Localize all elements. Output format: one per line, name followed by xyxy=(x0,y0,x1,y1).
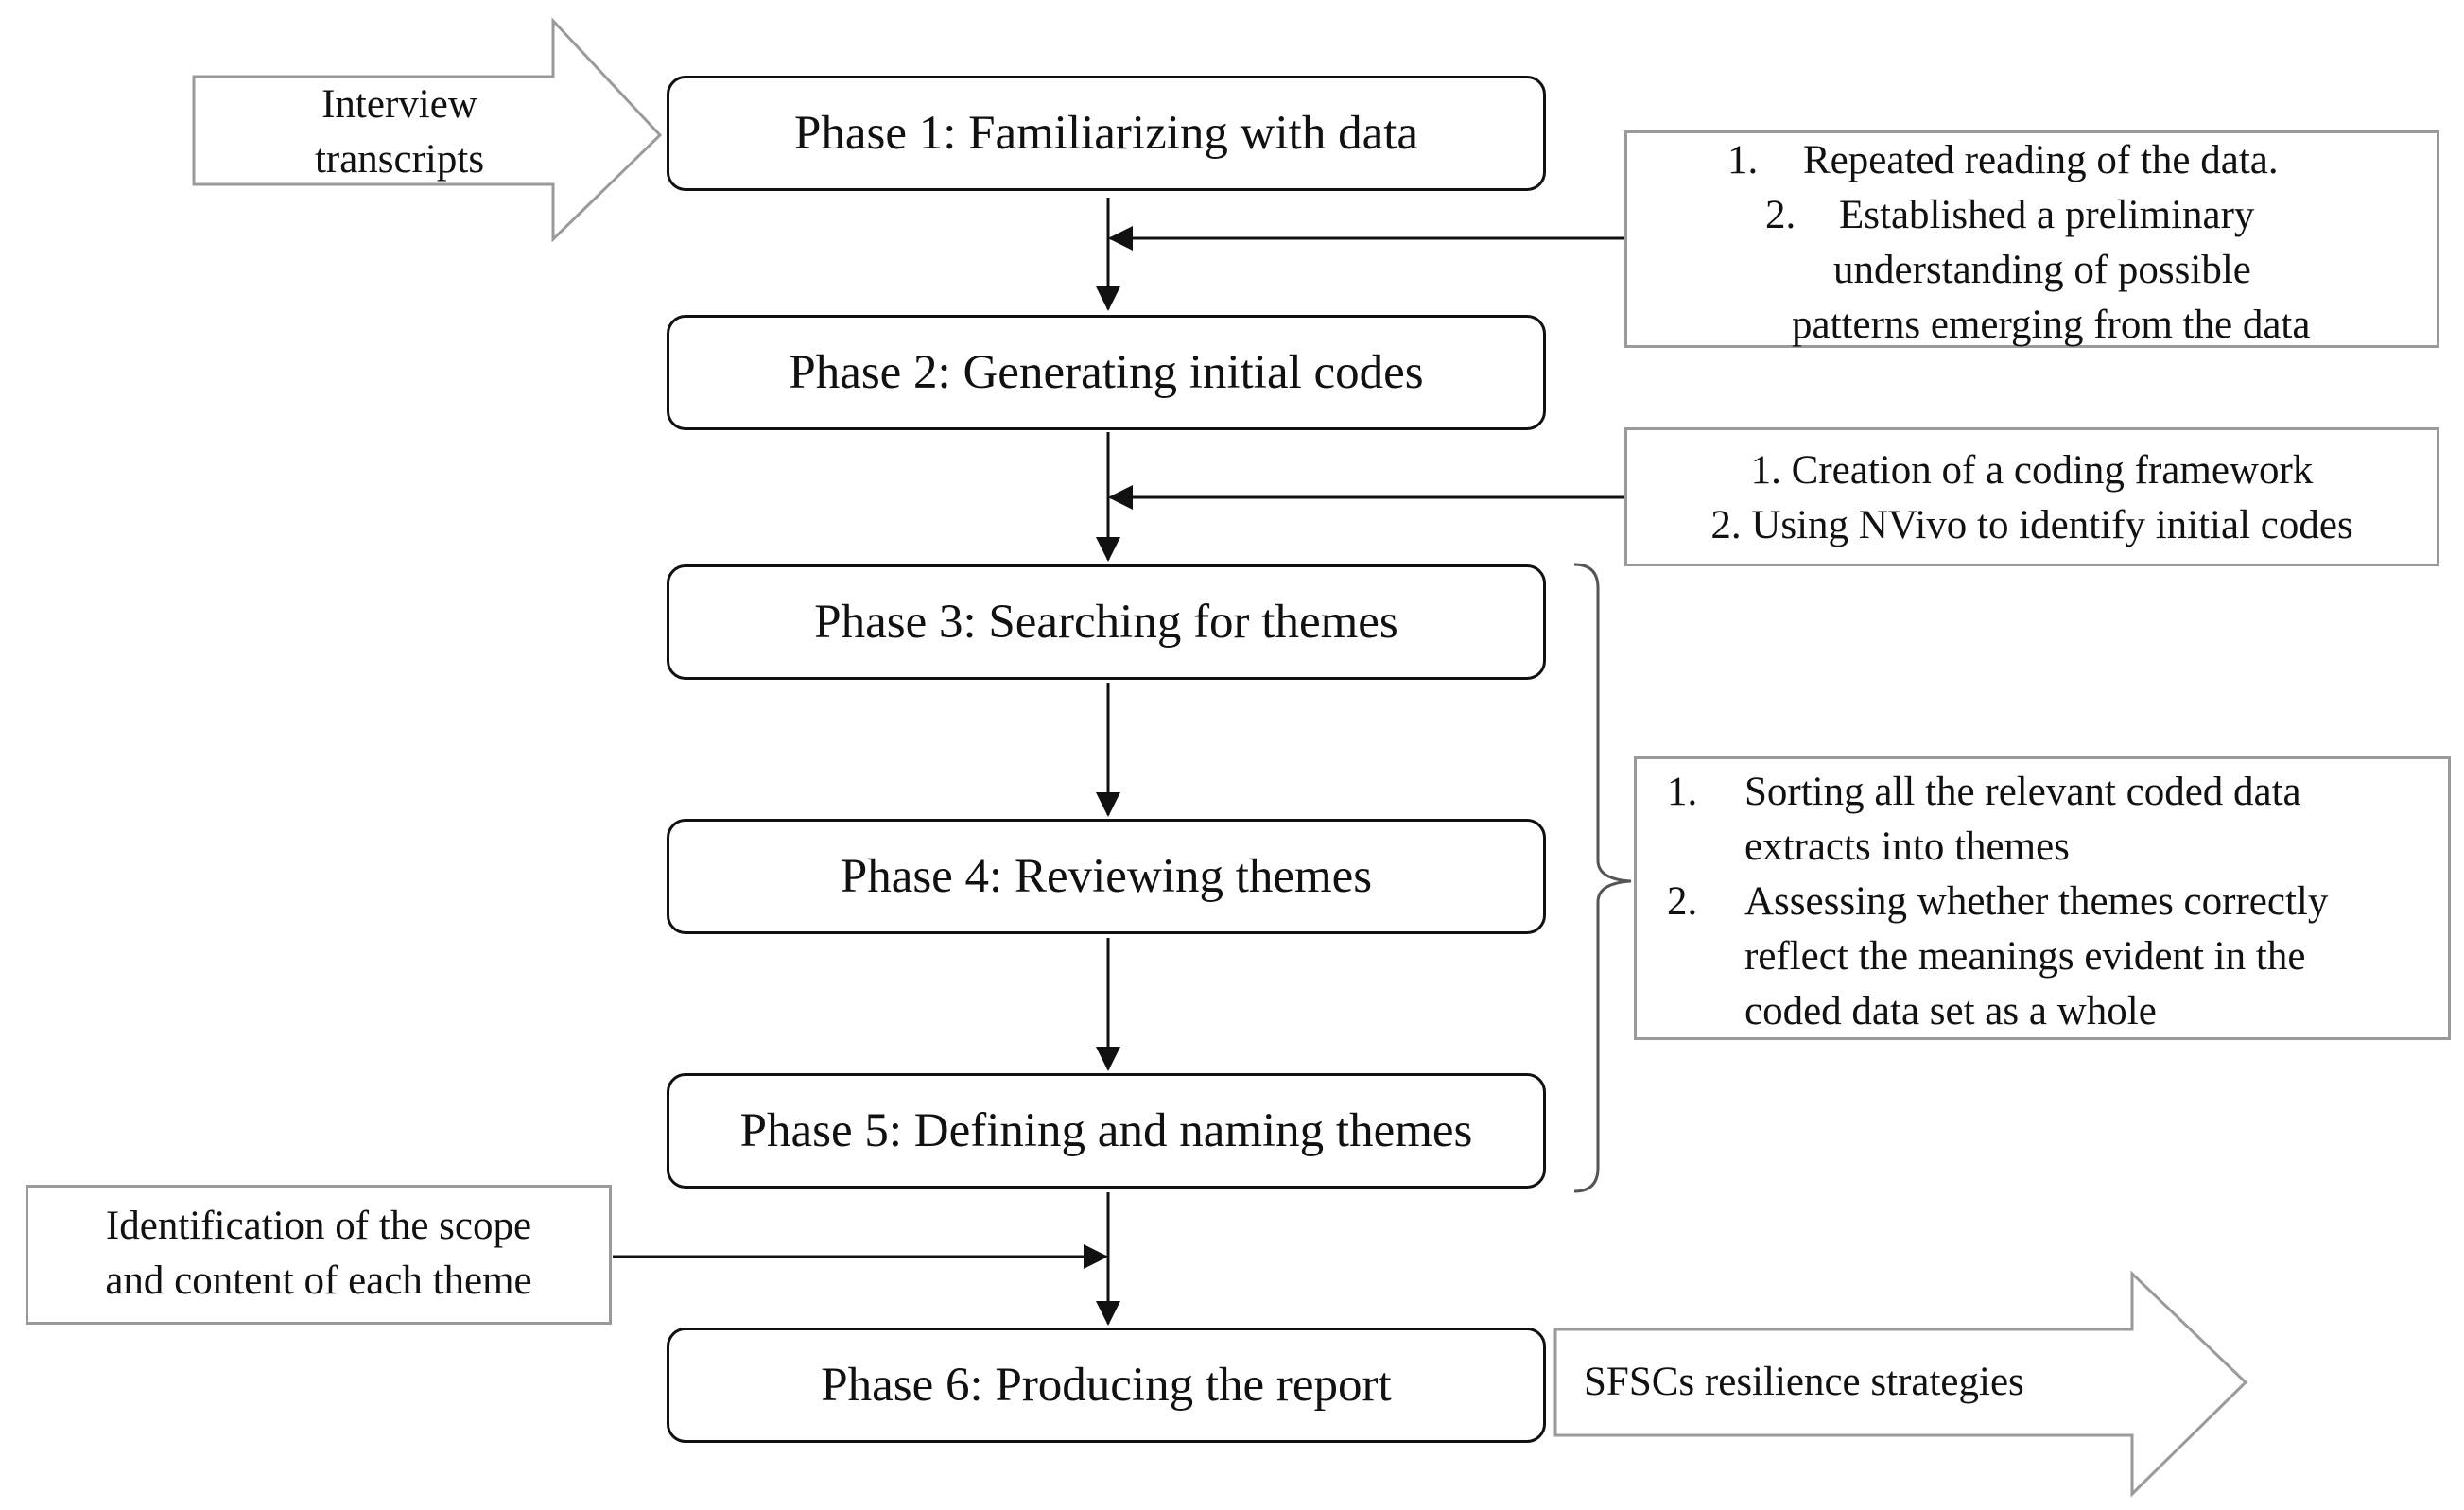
phase3to5-note-item-2-line2: reflect the meanings evident in the xyxy=(1744,934,2306,979)
phase-4-box: Phase 4: Reviewing themes xyxy=(667,819,1546,934)
phase-5-label: Phase 5: Defining and naming themes xyxy=(739,1104,1473,1157)
phase2-note-item-2: 2. Using NVivo to identify initial codes xyxy=(1710,503,2353,547)
phase-1-box: Phase 1: Familiarizing with data xyxy=(667,76,1546,191)
phase-2-label: Phase 2: Generating initial codes xyxy=(789,346,1424,399)
phase3to5-note-item-2-number: 2. xyxy=(1667,879,1698,924)
phase3to5-note-item-1-number: 1. xyxy=(1667,770,1698,814)
phase1-note: 1. Repeated reading of the data. 2. Esta… xyxy=(1624,130,2439,348)
phase2-note-item-1: 1. Creation of a coding framework xyxy=(1750,448,2314,493)
phase3to5-note: 1. Sorting all the relevant coded data e… xyxy=(1634,756,2451,1040)
phase-3-box: Phase 3: Searching for themes xyxy=(667,564,1546,680)
phase-3-label: Phase 3: Searching for themes xyxy=(814,596,1398,649)
phase1-note-item-2-line1: Established a preliminary xyxy=(1839,193,2255,237)
output-label: SFSCs resilience strategies xyxy=(1584,1360,2024,1404)
phase1-note-item-2-line2: understanding of possible xyxy=(1833,248,2251,292)
phase3to5-bracket xyxy=(1573,563,1632,1193)
phase1-note-item-2: 2. Established a preliminary xyxy=(1765,188,2437,243)
phase3to5-note-item-1-line1: Sorting all the relevant coded data xyxy=(1744,770,2301,814)
phase3to5-note-item-1-line2: extracts into themes xyxy=(1744,824,2070,869)
input-label-line2: transcripts xyxy=(314,137,485,182)
phase-2-box: Phase 2: Generating initial codes xyxy=(667,315,1546,430)
input-label-line1: Interview xyxy=(321,82,477,127)
input-block-arrow xyxy=(192,17,663,243)
phase3to5-note-item-2-line1: Assessing whether themes correctly xyxy=(1744,879,2329,924)
phase5-note-line1: Identification of the scope xyxy=(105,1204,532,1248)
input-label: Interview transcripts xyxy=(194,78,605,187)
phase1-note-item-2-number: 2. xyxy=(1765,193,1796,237)
phase3to5-note-item-2-line3: coded data set as a whole xyxy=(1744,989,2157,1033)
phase3to5-note-item-2: 2. Assessing whether themes correctly re… xyxy=(1667,875,2448,1039)
phase-1-label: Phase 1: Familiarizing with data xyxy=(793,107,1419,160)
phase-6-label: Phase 6: Producing the report xyxy=(821,1359,1392,1412)
phase3to5-note-item-1: 1. Sorting all the relevant coded data e… xyxy=(1667,765,2448,875)
phase-6-box: Phase 6: Producing the report xyxy=(667,1328,1546,1443)
phase1-note-item-1-number: 1. xyxy=(1727,138,1759,182)
output-block-arrow xyxy=(1553,1270,2248,1498)
phase5-note: Identification of the scope and content … xyxy=(26,1185,612,1325)
phase1-note-item-1-text: Repeated reading of the data. xyxy=(1803,138,2279,182)
phase1-note-item-1: 1. Repeated reading of the data. xyxy=(1727,133,2437,188)
phase1-note-item-2-line3: patterns emerging from the data xyxy=(1792,303,2311,347)
phase-5-box: Phase 5: Defining and naming themes xyxy=(667,1073,1546,1189)
phase-4-label: Phase 4: Reviewing themes xyxy=(840,850,1373,903)
phase5-note-line2: and content of each theme xyxy=(105,1258,532,1303)
phase2-note: 1. Creation of a coding framework 2. Usi… xyxy=(1624,427,2439,566)
